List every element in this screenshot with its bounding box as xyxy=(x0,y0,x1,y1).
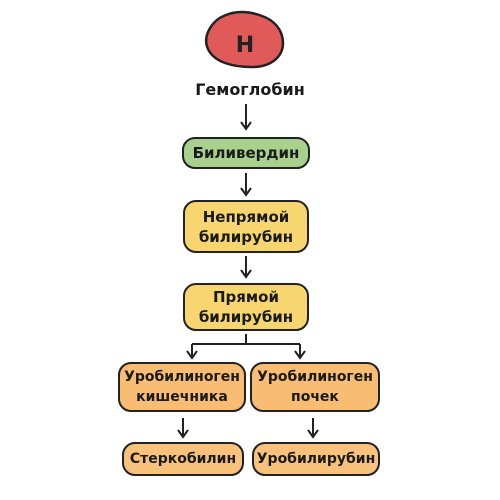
arrow-hemoglobin-to-biliverdin xyxy=(240,104,252,131)
urobilinogen-kidney-node: Уробилиноген почек xyxy=(250,362,380,412)
hemoglobin-label: Гемоглобин xyxy=(195,80,305,99)
arrow-uro-kidney-to-urobilirubin xyxy=(307,418,319,439)
direct-bilirubin-node: Прямой билирубин xyxy=(183,283,309,331)
indirect-bilirubin-node: Непрямой билирубин xyxy=(183,200,309,253)
heme-blob-icon xyxy=(205,10,285,69)
arrow-biliverdin-to-indirect xyxy=(240,173,252,197)
arrow-indirect-to-direct xyxy=(240,256,252,279)
stercobilin-node: Стеркобилин xyxy=(122,442,244,476)
urobilinogen-intestine-node: Уробилиноген кишечника xyxy=(118,362,246,412)
arrow-uro-intestine-to-stercobilin xyxy=(177,418,189,439)
urobilirubin-node: Уробилирубин xyxy=(252,442,380,476)
arrow-direct-split xyxy=(186,334,306,360)
heme-symbol: H xyxy=(235,32,255,58)
biliverdin-node: Биливердин xyxy=(182,137,310,169)
